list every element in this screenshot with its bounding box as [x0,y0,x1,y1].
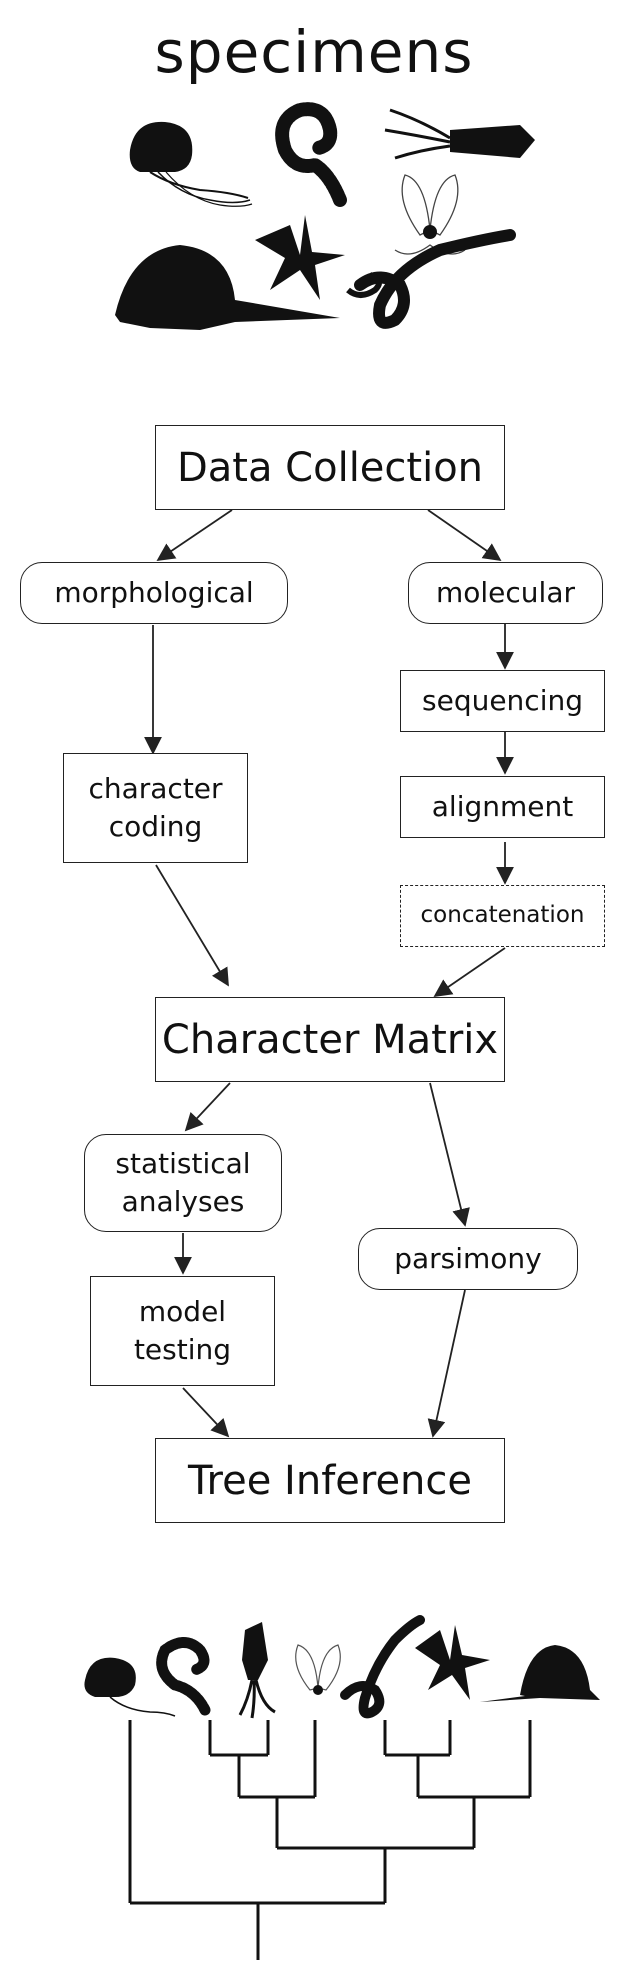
tree-branches [128,1720,532,1960]
sea-spider-icon [295,1644,341,1695]
segmented-worm-icon [275,102,347,207]
dimetrodon-icon [115,245,340,330]
edge-datacollection-molecular [427,509,502,562]
jellyfish-icon [84,1657,176,1717]
edge-modeltesting-treeinference [182,1387,230,1438]
node-parsimony: parsimony [358,1228,578,1290]
worm-icon [340,1615,425,1719]
edge-concatenation-matrix [433,947,506,998]
node-model-testing: model testing [90,1276,275,1386]
segmented-worm-icon [156,1637,211,1716]
node-alignment: alignment [400,776,605,838]
node-morphological: morphological [20,562,288,624]
worm-icon [346,229,516,329]
node-molecular: molecular [408,562,603,624]
edge-matrix-parsimony [429,1082,470,1227]
starfish-icon [415,1625,490,1700]
squid-icon [238,1622,276,1719]
node-data-collection: Data Collection [155,425,505,510]
jellyfish-icon [129,121,253,207]
node-statistical-analyses: statistical analyses [84,1134,282,1232]
squid-icon [384,108,535,160]
node-tree-inference: Tree Inference [155,1438,505,1523]
node-concatenation: concatenation [400,885,605,947]
edge-matrix-statistical [184,1082,231,1132]
specimens-title: specimens [154,18,474,86]
edge-datacollection-morphological [156,509,233,562]
node-sequencing: sequencing [400,670,605,732]
starfish-icon [255,215,345,300]
tree-tip-silhouettes [84,1615,600,1719]
edge-parsimony-treeinference [427,1289,466,1438]
edge-charcoding-matrix [155,864,229,987]
node-character-matrix: Character Matrix [155,997,505,1082]
sea-spider-icon [394,174,466,255]
dimetrodon-icon [480,1645,600,1702]
node-character-coding: character coding [63,753,248,863]
